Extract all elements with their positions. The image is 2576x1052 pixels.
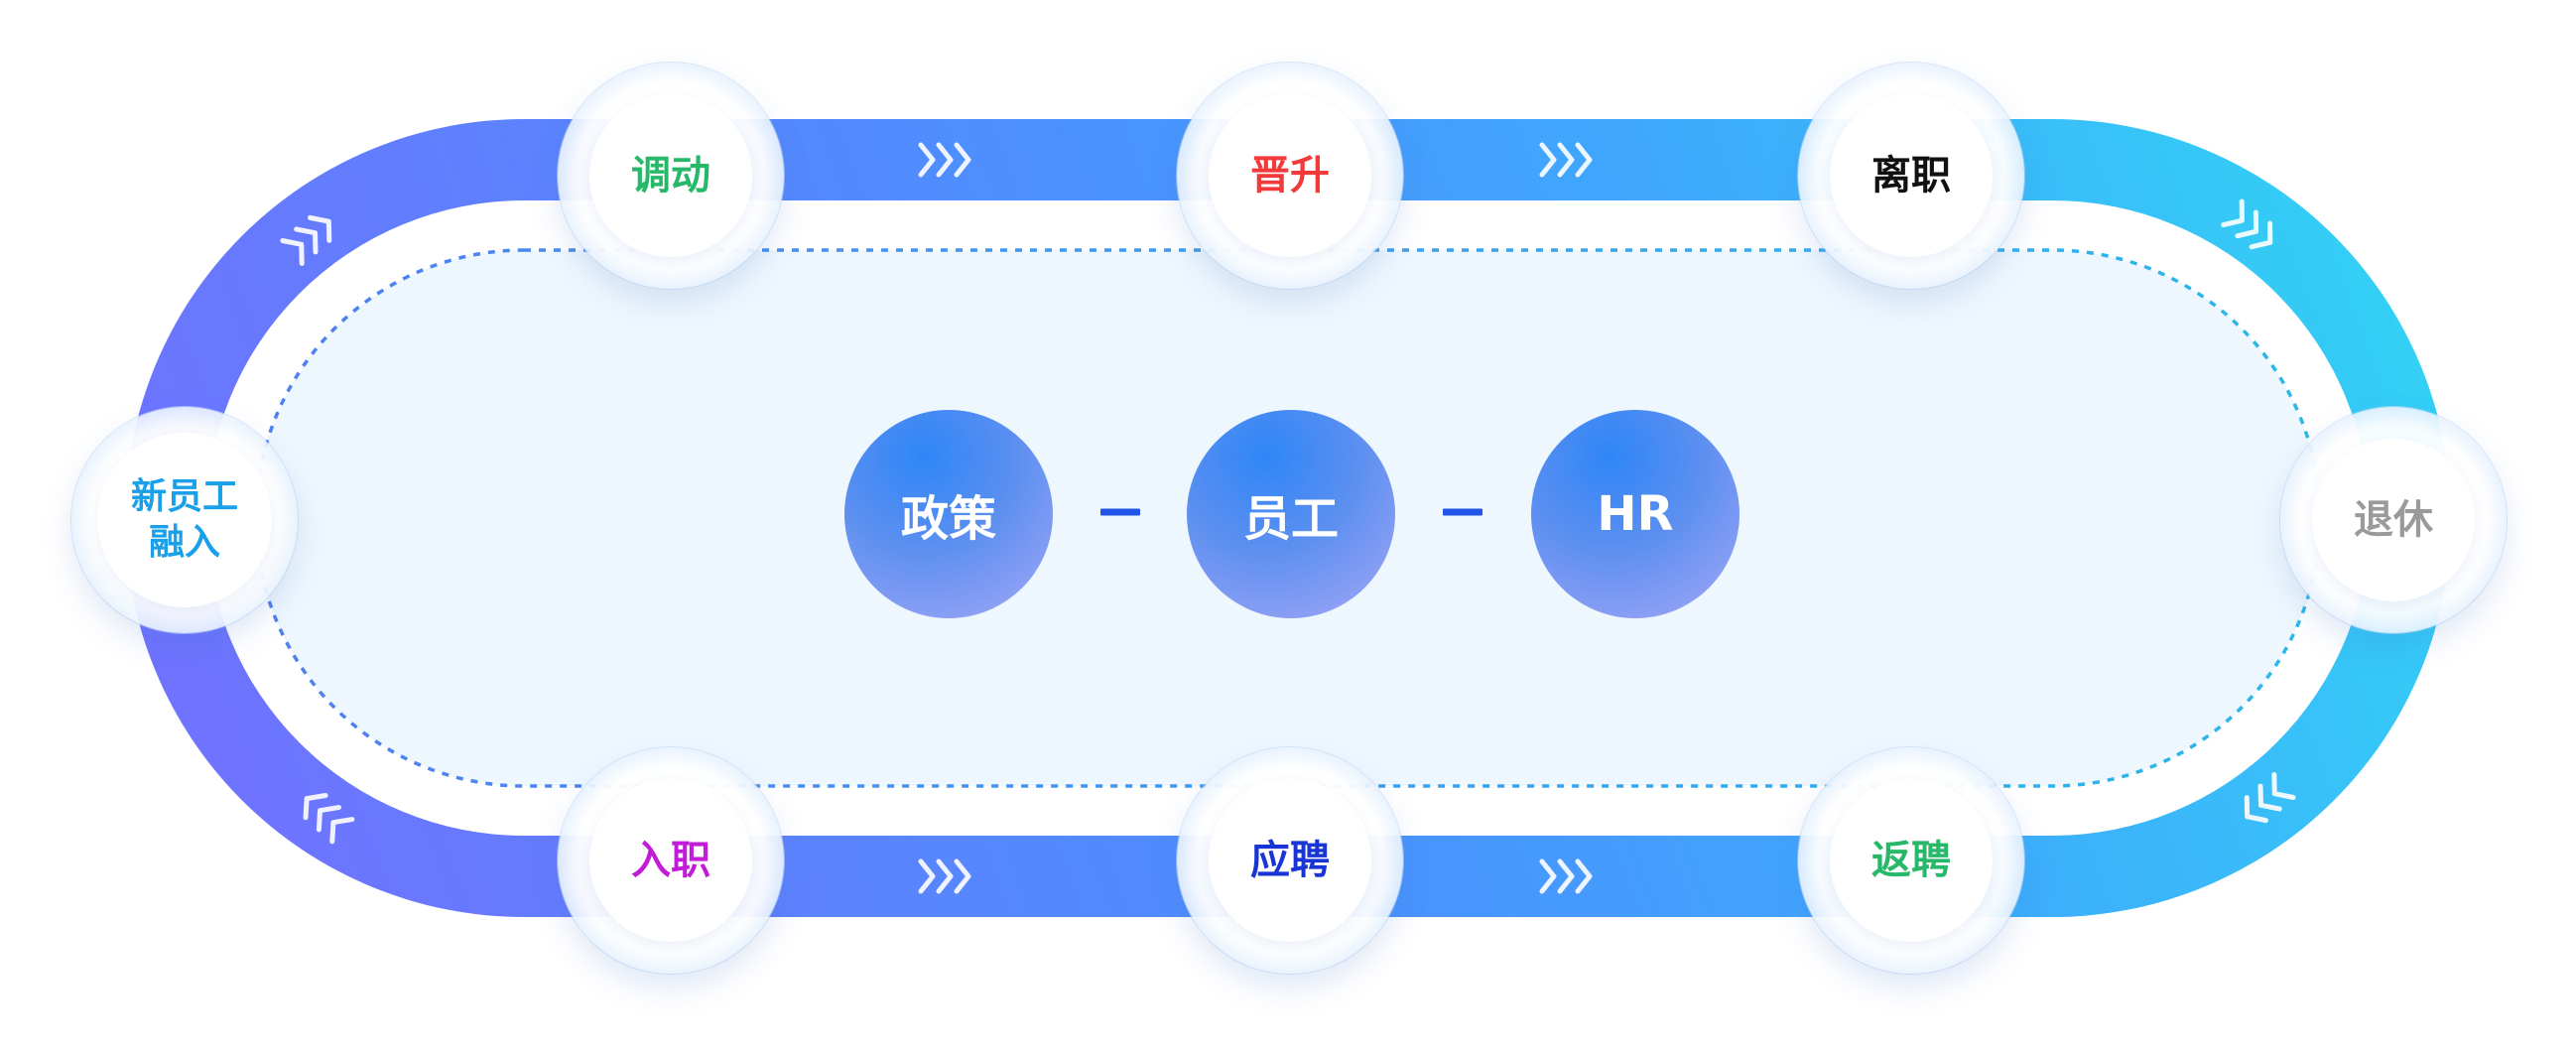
stage-promotion: 晋升 <box>1177 63 1403 289</box>
center-hr-label: HR <box>1597 486 1674 542</box>
stage-transfer: 调动 <box>558 63 784 289</box>
center-employee: 员工 <box>1187 410 1395 618</box>
stage-promotion-label: 晋升 <box>1250 153 1330 198</box>
triple-chevron-icon <box>918 858 971 894</box>
stage-resignation-inner: 离职 <box>1830 94 1993 257</box>
stage-transfer-inner: 调动 <box>589 94 752 257</box>
stage-onboarding-inner: 新员工 融入 <box>97 433 272 607</box>
stage-entry-inner: 入职 <box>589 779 752 942</box>
center-hr: HR <box>1531 410 1739 618</box>
stage-recruitment-label: 应聘 <box>1250 838 1330 883</box>
triple-chevron-icon <box>303 792 355 845</box>
inner-dotted-border <box>254 248 2322 788</box>
triple-chevron-icon <box>2244 772 2296 824</box>
stage-retirement-inner: 退休 <box>2312 439 2475 601</box>
triple-chevron-icon <box>1539 858 1593 894</box>
center-policy: 政策 <box>844 410 1053 618</box>
triple-chevron-icon <box>2221 198 2273 250</box>
triple-chevron-icon <box>280 214 332 266</box>
stage-resignation-label: 离职 <box>1871 153 1951 198</box>
center-employee-label: 员工 <box>1242 491 1339 547</box>
stage-rehire: 返聘 <box>1798 747 2024 974</box>
center-connector-dash <box>1100 508 1140 516</box>
stage-rehire-inner: 返聘 <box>1830 779 1993 942</box>
stage-entry-label: 入职 <box>631 838 710 883</box>
center-policy-label: 政策 <box>900 491 996 547</box>
stage-onboarding-label: 新员工 融入 <box>130 476 238 563</box>
triple-chevron-icon <box>1539 142 1593 178</box>
stage-retirement-label: 退休 <box>2354 497 2433 543</box>
triple-chevron-icon <box>918 142 971 178</box>
stage-resignation: 离职 <box>1798 63 2024 289</box>
stage-retirement: 退休 <box>2280 407 2507 633</box>
stage-promotion-inner: 晋升 <box>1209 94 1371 257</box>
stage-entry: 入职 <box>558 747 784 974</box>
stage-transfer-label: 调动 <box>631 153 710 198</box>
stage-recruitment-inner: 应聘 <box>1209 779 1371 942</box>
center-connector-dash <box>1443 508 1482 516</box>
stage-recruitment: 应聘 <box>1177 747 1403 974</box>
stage-rehire-label: 返聘 <box>1871 838 1951 883</box>
stage-onboarding: 新员工 融入 <box>71 407 298 633</box>
